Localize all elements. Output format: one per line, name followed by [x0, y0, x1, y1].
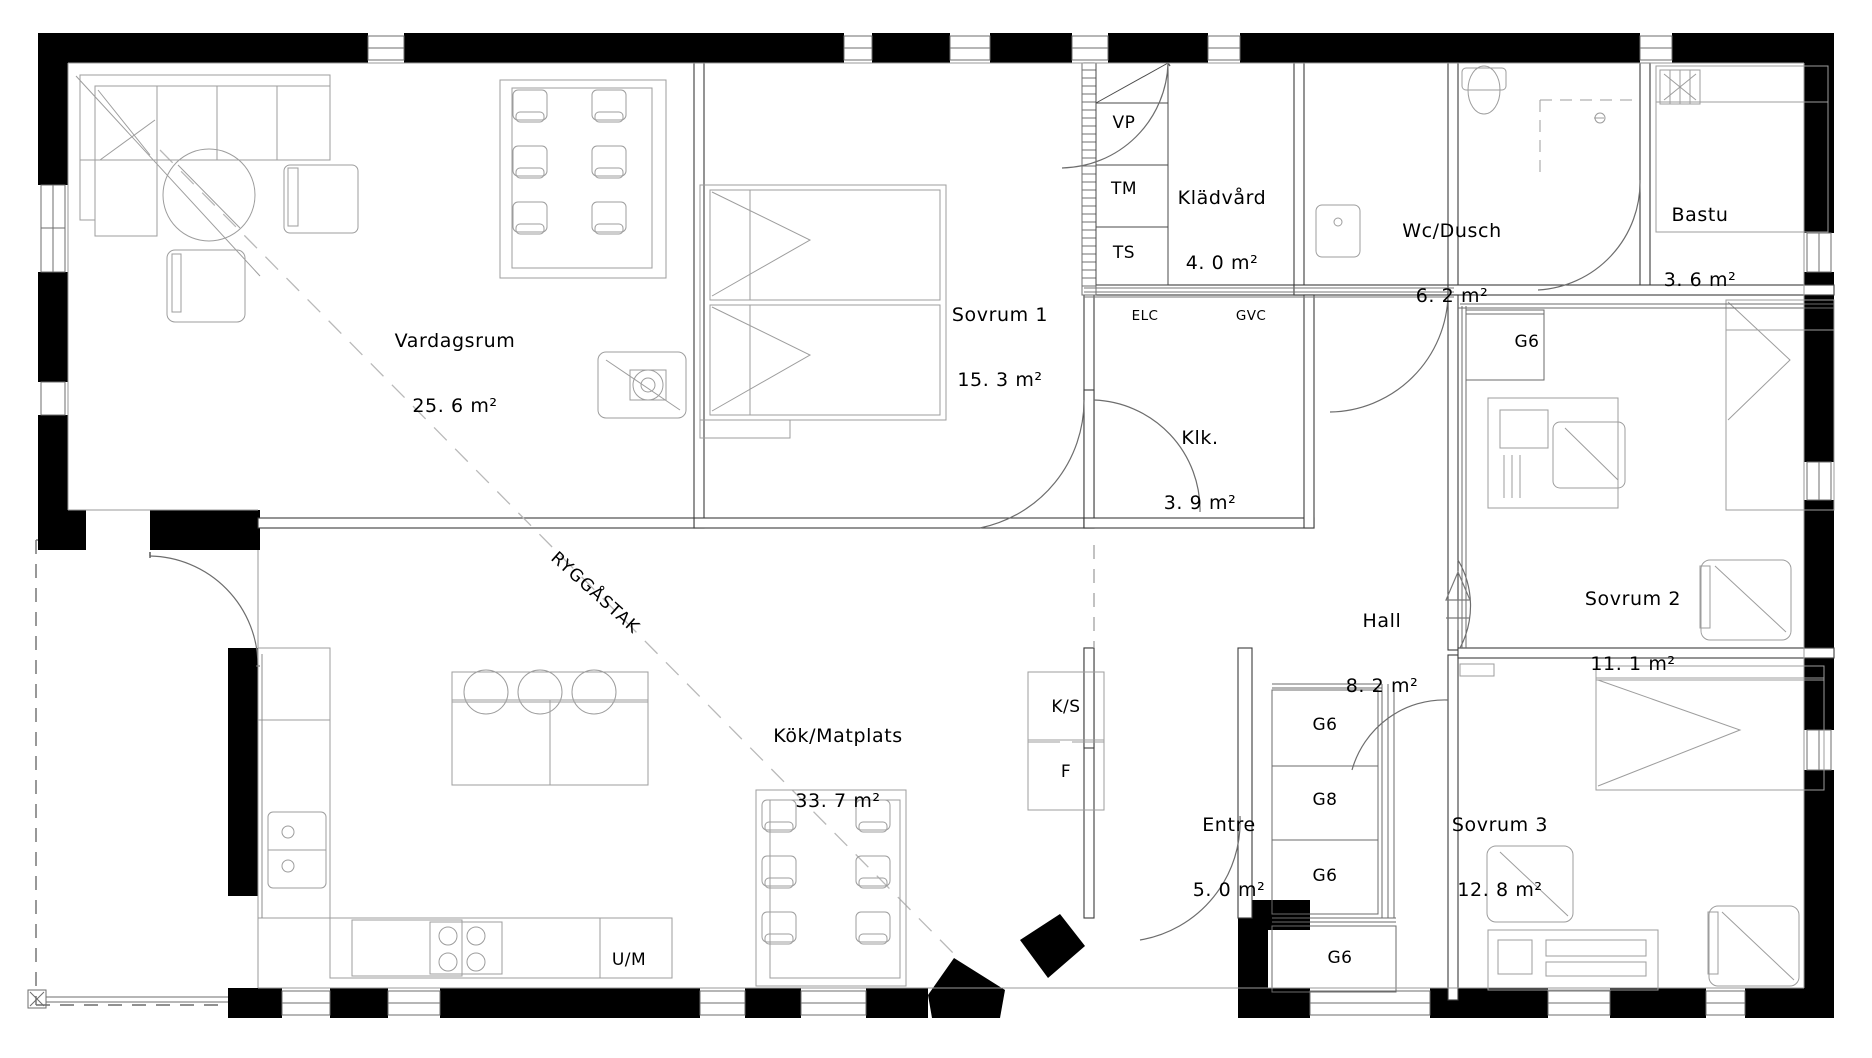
appliance-label-elc: ELC	[1131, 308, 1159, 324]
room-area: 12. 8 m²	[1457, 879, 1543, 902]
furniture-livingroom	[75, 74, 687, 419]
room-name: Klk.	[1181, 426, 1219, 449]
north-arrow-icon	[1445, 570, 1471, 630]
furniture-bastu	[1655, 65, 1829, 233]
furniture-kitchen	[257, 647, 1105, 987]
appliance-label-um: U/M	[611, 950, 647, 970]
room-area: 11. 1 m²	[1590, 653, 1676, 676]
terrace-outline	[35, 539, 240, 1006]
room-name: Entre	[1202, 813, 1256, 836]
appliance-label-ts: TS	[1112, 243, 1136, 263]
furniture-sovrum1	[699, 184, 947, 439]
room-name: Sovrum 3	[1451, 813, 1549, 836]
room-label-vardagsrum: Vardagsrum 25. 6 m²	[355, 288, 555, 459]
closet-label-g6-hall-2: G6	[1312, 866, 1338, 886]
appliance-label-ks: K/S	[1051, 697, 1081, 717]
closet-label-g6-hall-1: G6	[1312, 715, 1338, 735]
room-area: 6. 2 m²	[1415, 285, 1489, 308]
furniture-sovrum3	[1459, 663, 1825, 991]
room-label-klk: Klk. 3. 9 m²	[1100, 385, 1300, 556]
appliance-niches	[1095, 62, 1169, 286]
closet-label-g6-sovrum2: G6	[1514, 332, 1540, 352]
closet-label-g6-entre: G6	[1327, 948, 1353, 968]
room-label-kokmatplats: Kök/Matplats 33. 7 m²	[728, 683, 948, 854]
room-name: Wc/Dusch	[1402, 219, 1502, 242]
room-label-sovrum1: Sovrum 1 15. 3 m²	[900, 262, 1100, 433]
appliance-label-vp: VP	[1112, 113, 1136, 133]
room-area: 15. 3 m²	[957, 369, 1043, 392]
room-area: 8. 2 m²	[1345, 675, 1419, 698]
room-name: Kök/Matplats	[773, 724, 903, 747]
appliance-label-gvc: GVC	[1235, 308, 1267, 324]
room-area: 33. 7 m²	[795, 790, 881, 813]
furniture-dining-top	[499, 79, 667, 279]
door-swings	[149, 62, 1641, 941]
room-name: Sovrum 1	[951, 303, 1049, 326]
furniture-wc	[1315, 65, 1640, 258]
room-label-entre: Entre 5. 0 m²	[1129, 772, 1329, 943]
room-name: Bastu	[1671, 203, 1729, 226]
room-label-bastu: Bastu 3. 6 m²	[1600, 162, 1800, 333]
room-label-hall: Hall 8. 2 m²	[1282, 568, 1482, 739]
room-label-kladvard: Klädvård 4. 0 m²	[1122, 145, 1322, 316]
room-label-sovrum2: Sovrum 2 11. 1 m²	[1533, 546, 1733, 717]
room-area: 3. 9 m²	[1163, 492, 1237, 515]
room-label-sovrum3: Sovrum 3 12. 8 m²	[1400, 772, 1600, 943]
appliance-label-tm: TM	[1110, 179, 1138, 199]
room-area: 3. 6 m²	[1663, 269, 1737, 292]
appliance-label-f: F	[1060, 762, 1072, 782]
furniture-sovrum2	[1487, 299, 1835, 641]
closet-label-g8-hall: G8	[1312, 790, 1338, 810]
hatched-wall	[1081, 62, 1097, 296]
room-area: 5. 0 m²	[1192, 879, 1266, 902]
room-name: Sovrum 2	[1584, 587, 1682, 610]
room-label-wcdusch: Wc/Dusch 6. 2 m²	[1352, 178, 1552, 349]
room-area: 4. 0 m²	[1185, 252, 1259, 275]
room-name: Klädvård	[1177, 186, 1267, 209]
room-area: 25. 6 m²	[412, 395, 498, 418]
room-name: Hall	[1362, 609, 1402, 632]
exterior-walls	[38, 33, 1834, 1018]
room-name: Vardagsrum	[394, 329, 516, 352]
ridge-line	[159, 149, 961, 961]
closet-boxes	[1271, 309, 1545, 993]
